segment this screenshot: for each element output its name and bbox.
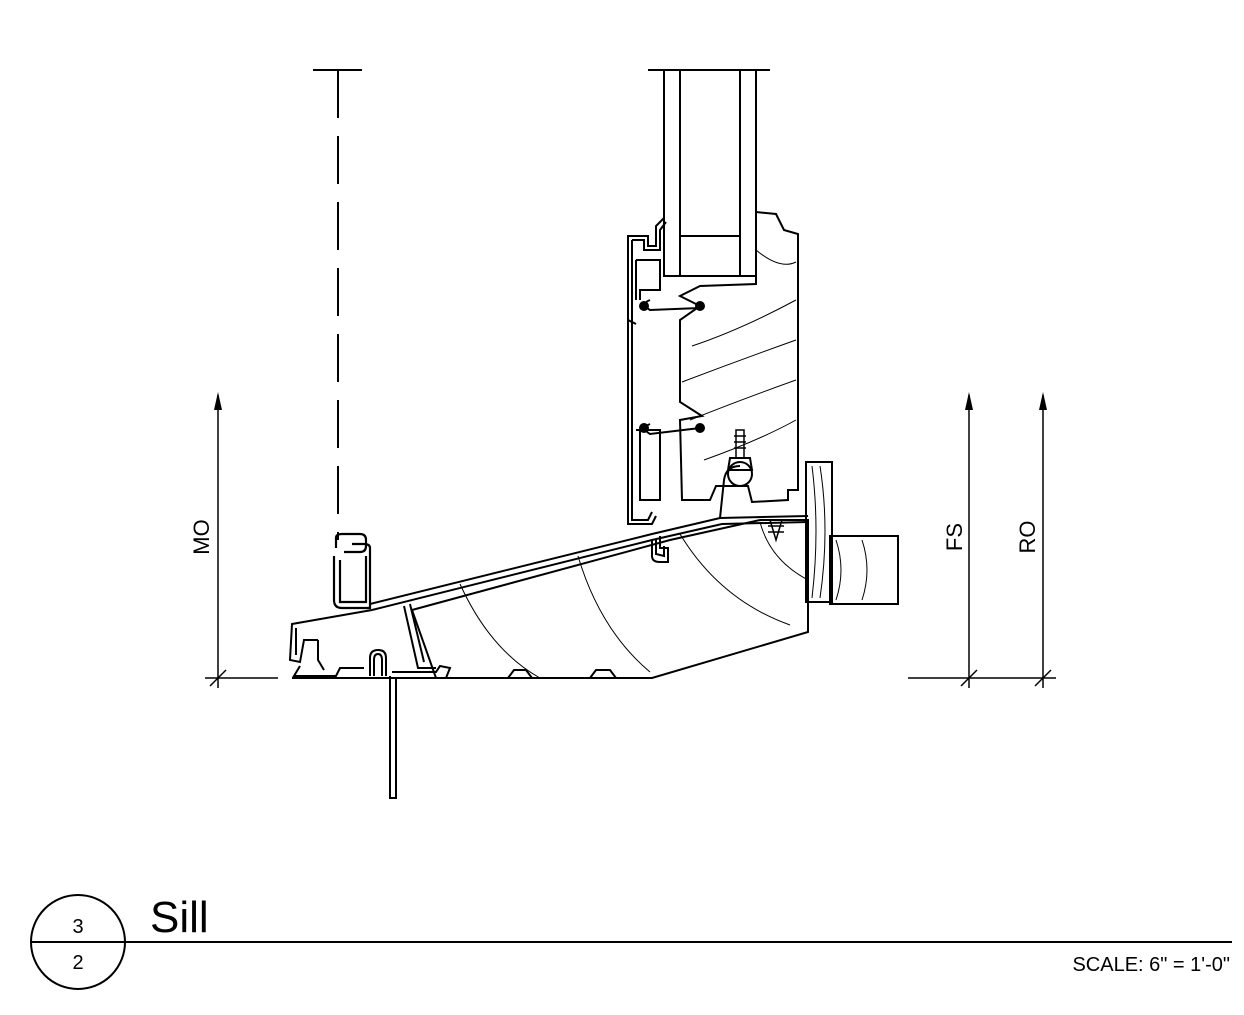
sash-aluminum-clad — [627, 217, 705, 525]
weatherstrip-bulb — [726, 429, 784, 543]
title-block: 3 2 Sill SCALE: 6" = 1'-0" — [30, 893, 1232, 990]
scale-note: SCALE: 6" = 1'-0" — [1072, 954, 1230, 976]
mo-dimension: MO — [189, 392, 278, 688]
detail-number: 3 — [72, 916, 83, 938]
ro-label: RO — [1015, 521, 1040, 554]
sheet-number: 2 — [72, 952, 83, 974]
insulated-glass-unit — [648, 69, 770, 277]
fs-dimension: FS — [908, 392, 1056, 688]
ro-dimension: RO — [1015, 392, 1052, 688]
interior-trim — [805, 461, 899, 605]
detail-title: Sill — [150, 893, 209, 942]
mo-label: MO — [189, 519, 214, 554]
sloped-sill-extrusion — [288, 465, 809, 799]
wood-sill — [410, 519, 809, 679]
sash-wood-stile — [677, 210, 799, 504]
sill-receptor-clip — [332, 532, 372, 610]
fs-label: FS — [942, 523, 967, 551]
masonry-opening-line — [313, 69, 362, 540]
